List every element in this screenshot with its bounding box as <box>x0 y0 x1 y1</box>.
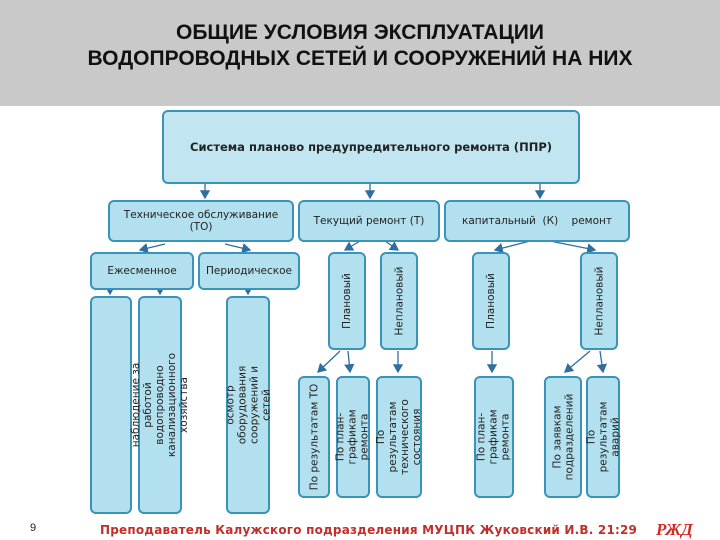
arrow-kr-unplanned <box>549 240 597 254</box>
ppr-root-label: Система планово предупредительного ремон… <box>190 140 552 154</box>
tr-by-state-box: По результатам технического состояния <box>375 376 423 498</box>
kr-box: капитальный (К) ремонт <box>444 200 630 242</box>
tr-by-schedule-label: По план-графикам ремонта <box>335 409 372 465</box>
slide-footer: 9 Преподаватель Калужского подразделения… <box>0 514 720 540</box>
tr-by-state-label: По результатам технического состояния <box>375 399 423 475</box>
observation-label: наблюдение за работой водопроводно канал… <box>130 352 190 458</box>
arrow-to-monthly <box>138 243 166 254</box>
tr-planned-label: Плановый <box>341 273 354 329</box>
periodic-label: Периодическое <box>205 265 292 277</box>
rzd-logo: РЖД <box>656 520 693 539</box>
arrow-trp-to <box>317 350 341 373</box>
slide-header: ОБЩИЕ УСЛОВИЯ ЭКСПЛУАТАЦИИ ВОДОПРОВОДНЫХ… <box>0 0 720 106</box>
kr-by-requests-box: По заявкам подразделений <box>544 376 582 498</box>
arrow-kr-planned <box>493 240 531 254</box>
arrow-trp-schedule <box>344 350 355 374</box>
kr-by-accidents-box: По результатам аварий <box>585 376 621 498</box>
tr-by-to-box: По результатам ТО <box>298 376 330 498</box>
ppr-diagram: Система планово предупредительного ремон… <box>0 106 720 514</box>
arrow-kru-requests <box>564 350 591 373</box>
kr-planned-box: Плановый <box>472 252 510 350</box>
arrow-tr-planned <box>343 240 361 251</box>
kr-by-accidents-label: По результатам аварий <box>585 401 621 473</box>
ppr-root-box: Система планово предупредительного ремон… <box>162 110 580 184</box>
to-box: Техническое обслуживание (ТО) <box>108 200 294 242</box>
kr-by-schedule-box: По план-графикам ремонта <box>474 376 514 498</box>
observation-box: наблюдение за работой водопроводно канал… <box>130 296 190 514</box>
tr-by-to-label: По результатам ТО <box>308 383 320 491</box>
to-blank-box <box>90 296 132 514</box>
tr-unplanned-label: Неплановый <box>393 266 405 336</box>
inspection-box: осмотр оборудования сооружений и сетей <box>224 296 273 514</box>
kr-by-schedule-label: По план-графикам ремонта <box>476 409 513 465</box>
arrow-tr-unplanned <box>384 240 400 251</box>
arrow-kru-accidents <box>596 350 608 374</box>
kr-planned-label: Плановый <box>485 273 498 329</box>
tr-box: Текущий ремонт (Т) <box>298 200 440 242</box>
periodic-box: Периодическое <box>198 252 300 290</box>
footer-text: Преподаватель Калужского подразделения М… <box>100 523 638 537</box>
tr-unplanned-box: Неплановый <box>380 252 418 350</box>
monthly-box: Ежесменное <box>90 252 194 290</box>
to-label: Техническое обслуживание (ТО) <box>123 209 279 233</box>
slide-title: ОБЩИЕ УСЛОВИЯ ЭКСПЛУАТАЦИИ ВОДОПРОВОДНЫХ… <box>87 21 633 70</box>
tr-by-schedule-box: По план-графикам ремонта <box>335 376 372 498</box>
kr-label: капитальный (К) ремонт <box>461 215 613 227</box>
connector-lines <box>104 184 608 374</box>
tr-planned-box: Плановый <box>328 252 366 350</box>
tr-label: Текущий ремонт (Т) <box>313 215 425 227</box>
arrow-to-periodic <box>224 243 252 254</box>
kr-by-requests-label: По заявкам подразделений <box>551 393 576 481</box>
inspection-label: осмотр оборудования сооружений и сетей <box>224 365 273 445</box>
page-number: 9 <box>30 522 37 534</box>
kr-unplanned-label: Неплановый <box>593 266 605 336</box>
monthly-label: Ежесменное <box>107 265 177 277</box>
kr-unplanned-box: Неплановый <box>580 252 618 350</box>
